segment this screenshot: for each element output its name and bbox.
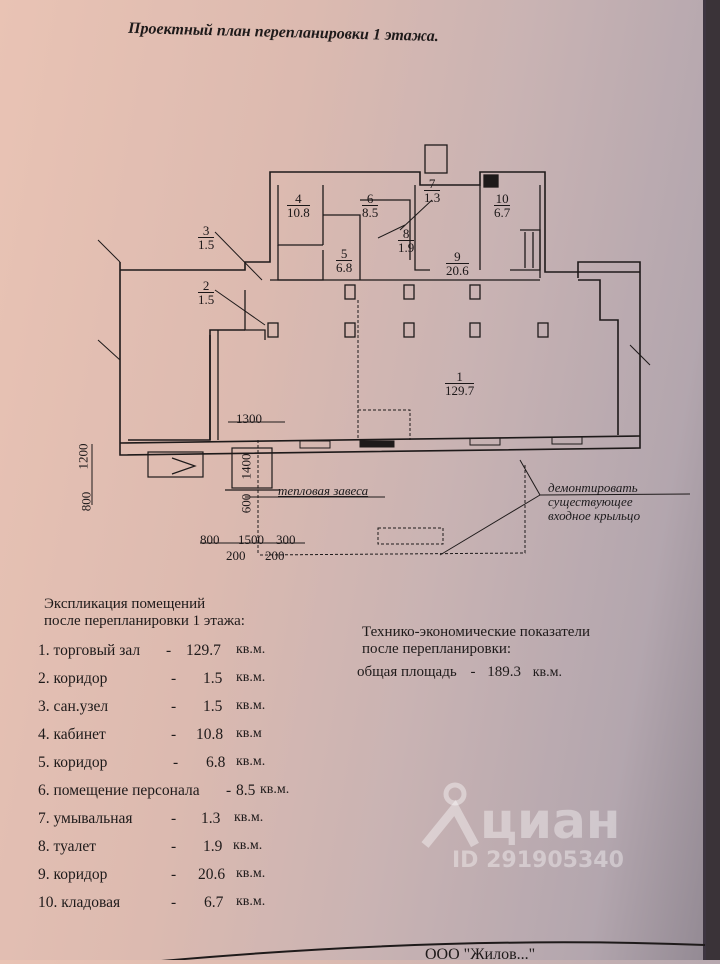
item-name: 3. сан.узел (38, 698, 109, 715)
item-unit: кв.м. (234, 810, 264, 825)
item-unit: кв.м (236, 726, 262, 741)
heading-line: Экспликация помещений (44, 596, 206, 612)
item-area: 1.5 (203, 698, 223, 715)
item-unit: кв.м. (260, 782, 290, 797)
item-area: 1.3 (201, 810, 221, 827)
note-line: демонтировать (548, 480, 638, 495)
item-dash: - (171, 810, 177, 827)
item-name: 4. кабинет (38, 726, 106, 743)
leader-lines (91, 199, 691, 556)
item-dash: - (171, 670, 177, 687)
photo-edge (706, 0, 720, 960)
dim-800: 800 (200, 532, 220, 547)
item-dash: - (166, 642, 172, 659)
item-area: 8.5 (236, 782, 256, 799)
windows (299, 436, 583, 449)
dim-200-a: 200 (226, 548, 246, 563)
item-name: 5. коридор (38, 754, 108, 771)
dim-1300: 1300 (236, 411, 262, 426)
item-area: 6.7 (204, 894, 224, 911)
footer-company: ООО "Жилов..." (425, 946, 536, 963)
dim-200-b: 200 (265, 548, 285, 563)
item-unit: кв.м. (236, 698, 266, 713)
item-dash: - (173, 754, 179, 771)
item-unit: кв.м. (236, 894, 266, 909)
heading-line: после перепланировки: (362, 641, 512, 657)
total-area-label: общая площадь (357, 664, 457, 680)
item-area: 1.5 (203, 670, 223, 687)
item-area: 6.8 (206, 754, 226, 771)
item-area: 129.7 (186, 642, 221, 659)
item-name: 6. помещение персонала (38, 782, 200, 799)
item-dash: - (171, 838, 177, 855)
drawing-frame-line (703, 0, 706, 960)
item-unit: кв.м. (236, 670, 266, 685)
item-unit: кв.м. (233, 838, 263, 853)
total-area-unit: кв.м. (532, 665, 562, 680)
indicators-heading: Технико-экономические показатели после п… (362, 624, 590, 658)
explication-heading: Экспликация помещений после перепланиров… (44, 596, 245, 630)
item-name: 1. торговый зал (38, 642, 141, 659)
note-line: входное крыльцо (548, 508, 641, 523)
item-name: 8. туалет (38, 838, 97, 855)
entrance-porch (147, 447, 280, 491)
item-name: 9. коридор (38, 866, 108, 883)
item-unit: кв.м. (236, 866, 266, 881)
total-area-dash: - (470, 664, 476, 680)
heading-line: после перепланировки 1 этажа: (44, 613, 245, 629)
item-dash: - (171, 698, 177, 715)
dim-300: 300 (276, 532, 296, 547)
heading-line: Технико-экономические показатели (362, 624, 590, 640)
item-dash: - (171, 866, 177, 883)
item-dash: - (226, 782, 232, 799)
item-name: 10. кладовая (38, 894, 121, 911)
note-line: существующее (548, 494, 633, 509)
total-area: общая площадь - 189.3 кв.м. (357, 664, 562, 681)
item-dash: - (171, 894, 177, 911)
note-heat-curtain: тепловая завеса (278, 483, 369, 498)
item-name: 7. умывальная (38, 810, 133, 827)
item-area: 1.9 (203, 838, 223, 855)
item-dash: - (171, 726, 177, 743)
note-demolish: демонтировать существующее входное крыль… (548, 481, 640, 523)
dim-1500: 1500 (238, 532, 264, 547)
item-area: 10.8 (196, 726, 224, 743)
watermark-id: ID 291905340 (452, 848, 624, 873)
total-area-value: 189.3 (487, 664, 521, 680)
item-unit: кв.м. (236, 754, 266, 769)
item-unit: кв.м. (236, 642, 266, 657)
item-name: 2. коридор (38, 670, 108, 687)
watermark-brand: циан (480, 792, 621, 850)
item-area: 20.6 (198, 866, 226, 883)
